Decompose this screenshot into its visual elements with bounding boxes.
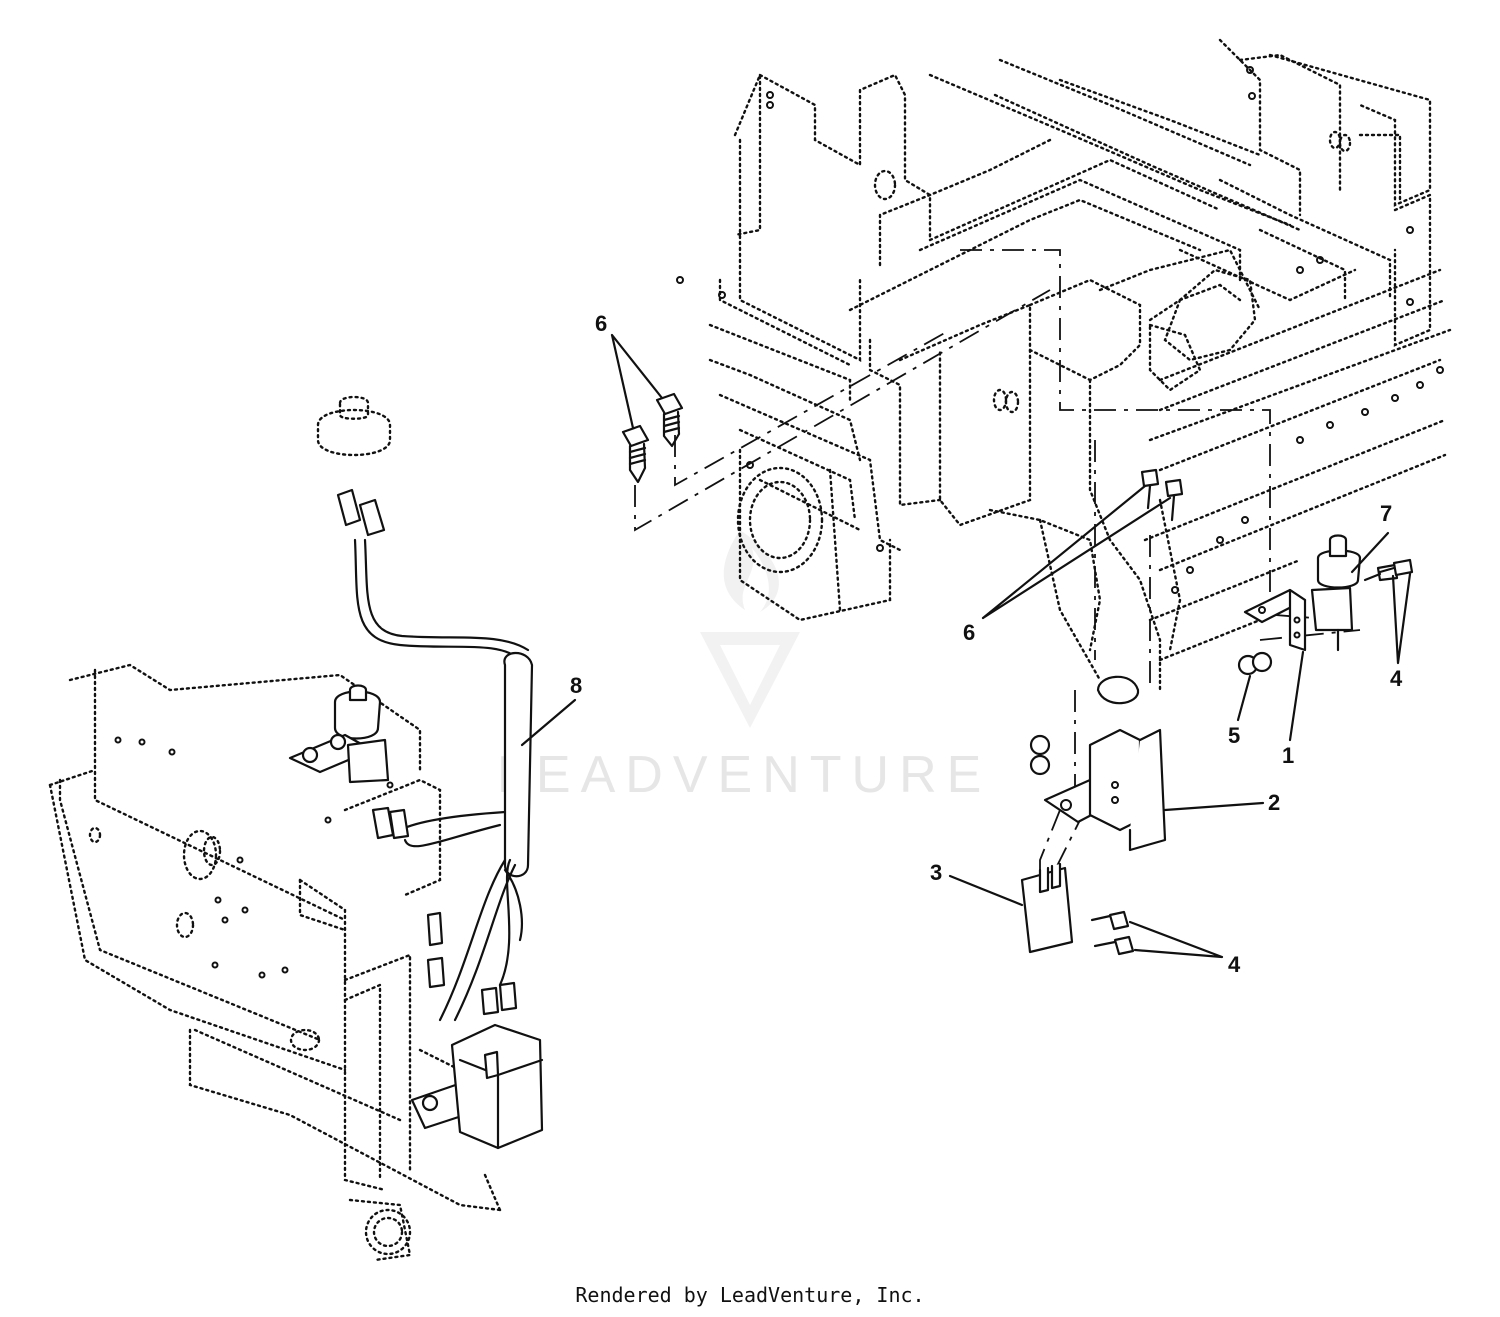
- plunger-cap: [316, 395, 392, 457]
- bolt-right-b-icon: [1164, 478, 1184, 522]
- switch-bracket: [1243, 588, 1307, 652]
- wire-harness: [336, 488, 534, 1022]
- relay-module: [1020, 862, 1074, 954]
- callout-label: 6: [963, 620, 975, 645]
- callout-label: 7: [1380, 501, 1392, 526]
- seat-switch-installed: [288, 684, 390, 784]
- callout-label: 3: [930, 860, 942, 885]
- callouts: 6 6 8 7 4 5 1 2 3 4: [570, 311, 1403, 977]
- callout-label: 6: [595, 311, 607, 336]
- relay-installed: [410, 1023, 544, 1150]
- frame-assembly: [676, 38, 1452, 692]
- callout-label: 5: [1228, 723, 1240, 748]
- footer-credit: Rendered by LeadVenture, Inc.: [575, 1283, 925, 1307]
- callout-label: 1: [1282, 743, 1294, 768]
- screw-pair-lower-icon: [1090, 910, 1135, 956]
- watermark-text: LEADVENTURE: [497, 746, 991, 804]
- callout-label: 4: [1228, 952, 1241, 977]
- alignment-lines: [634, 249, 1361, 880]
- watermark: LEADVENTURE: [497, 530, 991, 804]
- relay-bracket: [1029, 675, 1167, 852]
- bolt-right-a-icon: [1140, 468, 1160, 510]
- bolt-left-b-icon: [655, 392, 684, 448]
- leader-lines: [520, 333, 1412, 959]
- leadventure-logo-icon: [700, 530, 800, 728]
- callout-label: 2: [1268, 790, 1280, 815]
- inset-assembly: [48, 663, 502, 1262]
- callout-label: 4: [1390, 666, 1403, 691]
- hex-nut-pair-icon: [1237, 651, 1273, 676]
- bolt-left-a-icon: [621, 424, 650, 484]
- callout-label: 8: [570, 673, 582, 698]
